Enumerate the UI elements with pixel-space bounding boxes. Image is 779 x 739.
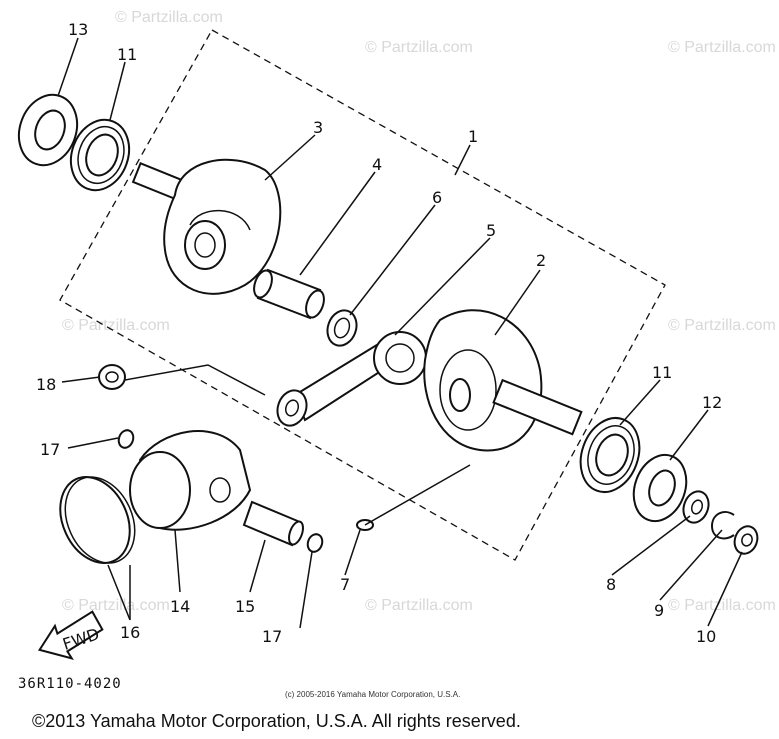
callout-18: 18 [36,375,56,394]
callout-16: 16 [120,623,140,642]
callout-11-left: 11 [117,45,137,64]
circlip-17-top [117,429,135,449]
callouts: 1 2 3 4 5 6 7 8 9 10 11 11 12 13 14 15 1… [36,20,722,646]
bearing-11-right [579,417,641,493]
assembly-boundary [59,29,666,561]
callout-9: 9 [654,601,664,620]
crank-right-2 [423,309,583,452]
callout-8: 8 [606,575,616,594]
callout-17-bottom: 17 [262,627,282,646]
watermark: © Partzilla.com [62,597,170,614]
oil-seal-13 [17,93,79,167]
nut-10 [733,525,759,555]
piston-rings-16 [59,476,136,564]
watermark: © Partzilla.com [115,9,223,26]
watermark: © Partzilla.com [365,597,473,614]
callout-3: 3 [313,118,323,137]
callout-2: 2 [536,251,546,270]
callout-7: 7 [340,575,350,594]
crank-left-3 [131,158,282,295]
needle-bearing-18 [98,364,126,390]
callout-10: 10 [696,627,716,646]
callout-6: 6 [432,188,442,207]
watermark: © Partzilla.com [62,317,170,334]
callout-14: 14 [170,597,190,616]
callout-12: 12 [702,393,722,412]
callout-17-top: 17 [40,440,60,459]
copyright-small: (c) 2005-2016 Yamaha Motor Corporation, … [285,690,460,699]
lock-washer-9 [710,511,735,540]
circlip-17-bottom [306,533,324,553]
fwd-arrow-icon: FWD [37,610,104,660]
connecting-rod-5 [276,331,427,427]
watermark: © Partzilla.com [668,39,776,56]
callout-1: 1 [468,127,478,146]
needle-bearing-6 [326,309,358,347]
piston-pin-15 [242,500,304,547]
bearing-11-left [69,118,131,192]
callout-4: 4 [372,155,382,174]
copyright-main: ©2013 Yamaha Motor Corporation, U.S.A. A… [32,711,521,731]
callout-13: 13 [68,20,88,39]
oil-seal-12 [632,453,688,523]
callout-11-right: 11 [652,363,672,382]
crank-pin-4 [253,268,325,320]
leader-lines [57,37,743,629]
callout-5: 5 [486,221,496,240]
washer-8 [682,490,710,524]
watermarks: © Partzilla.com © Partzilla.com © Partzi… [62,9,776,614]
callout-15: 15 [235,597,255,616]
watermark: © Partzilla.com [365,39,473,56]
watermark: © Partzilla.com [668,317,776,334]
watermark: © Partzilla.com [668,597,776,614]
piston-14 [129,430,252,531]
diagram-code: 36R110-4020 [18,676,122,692]
